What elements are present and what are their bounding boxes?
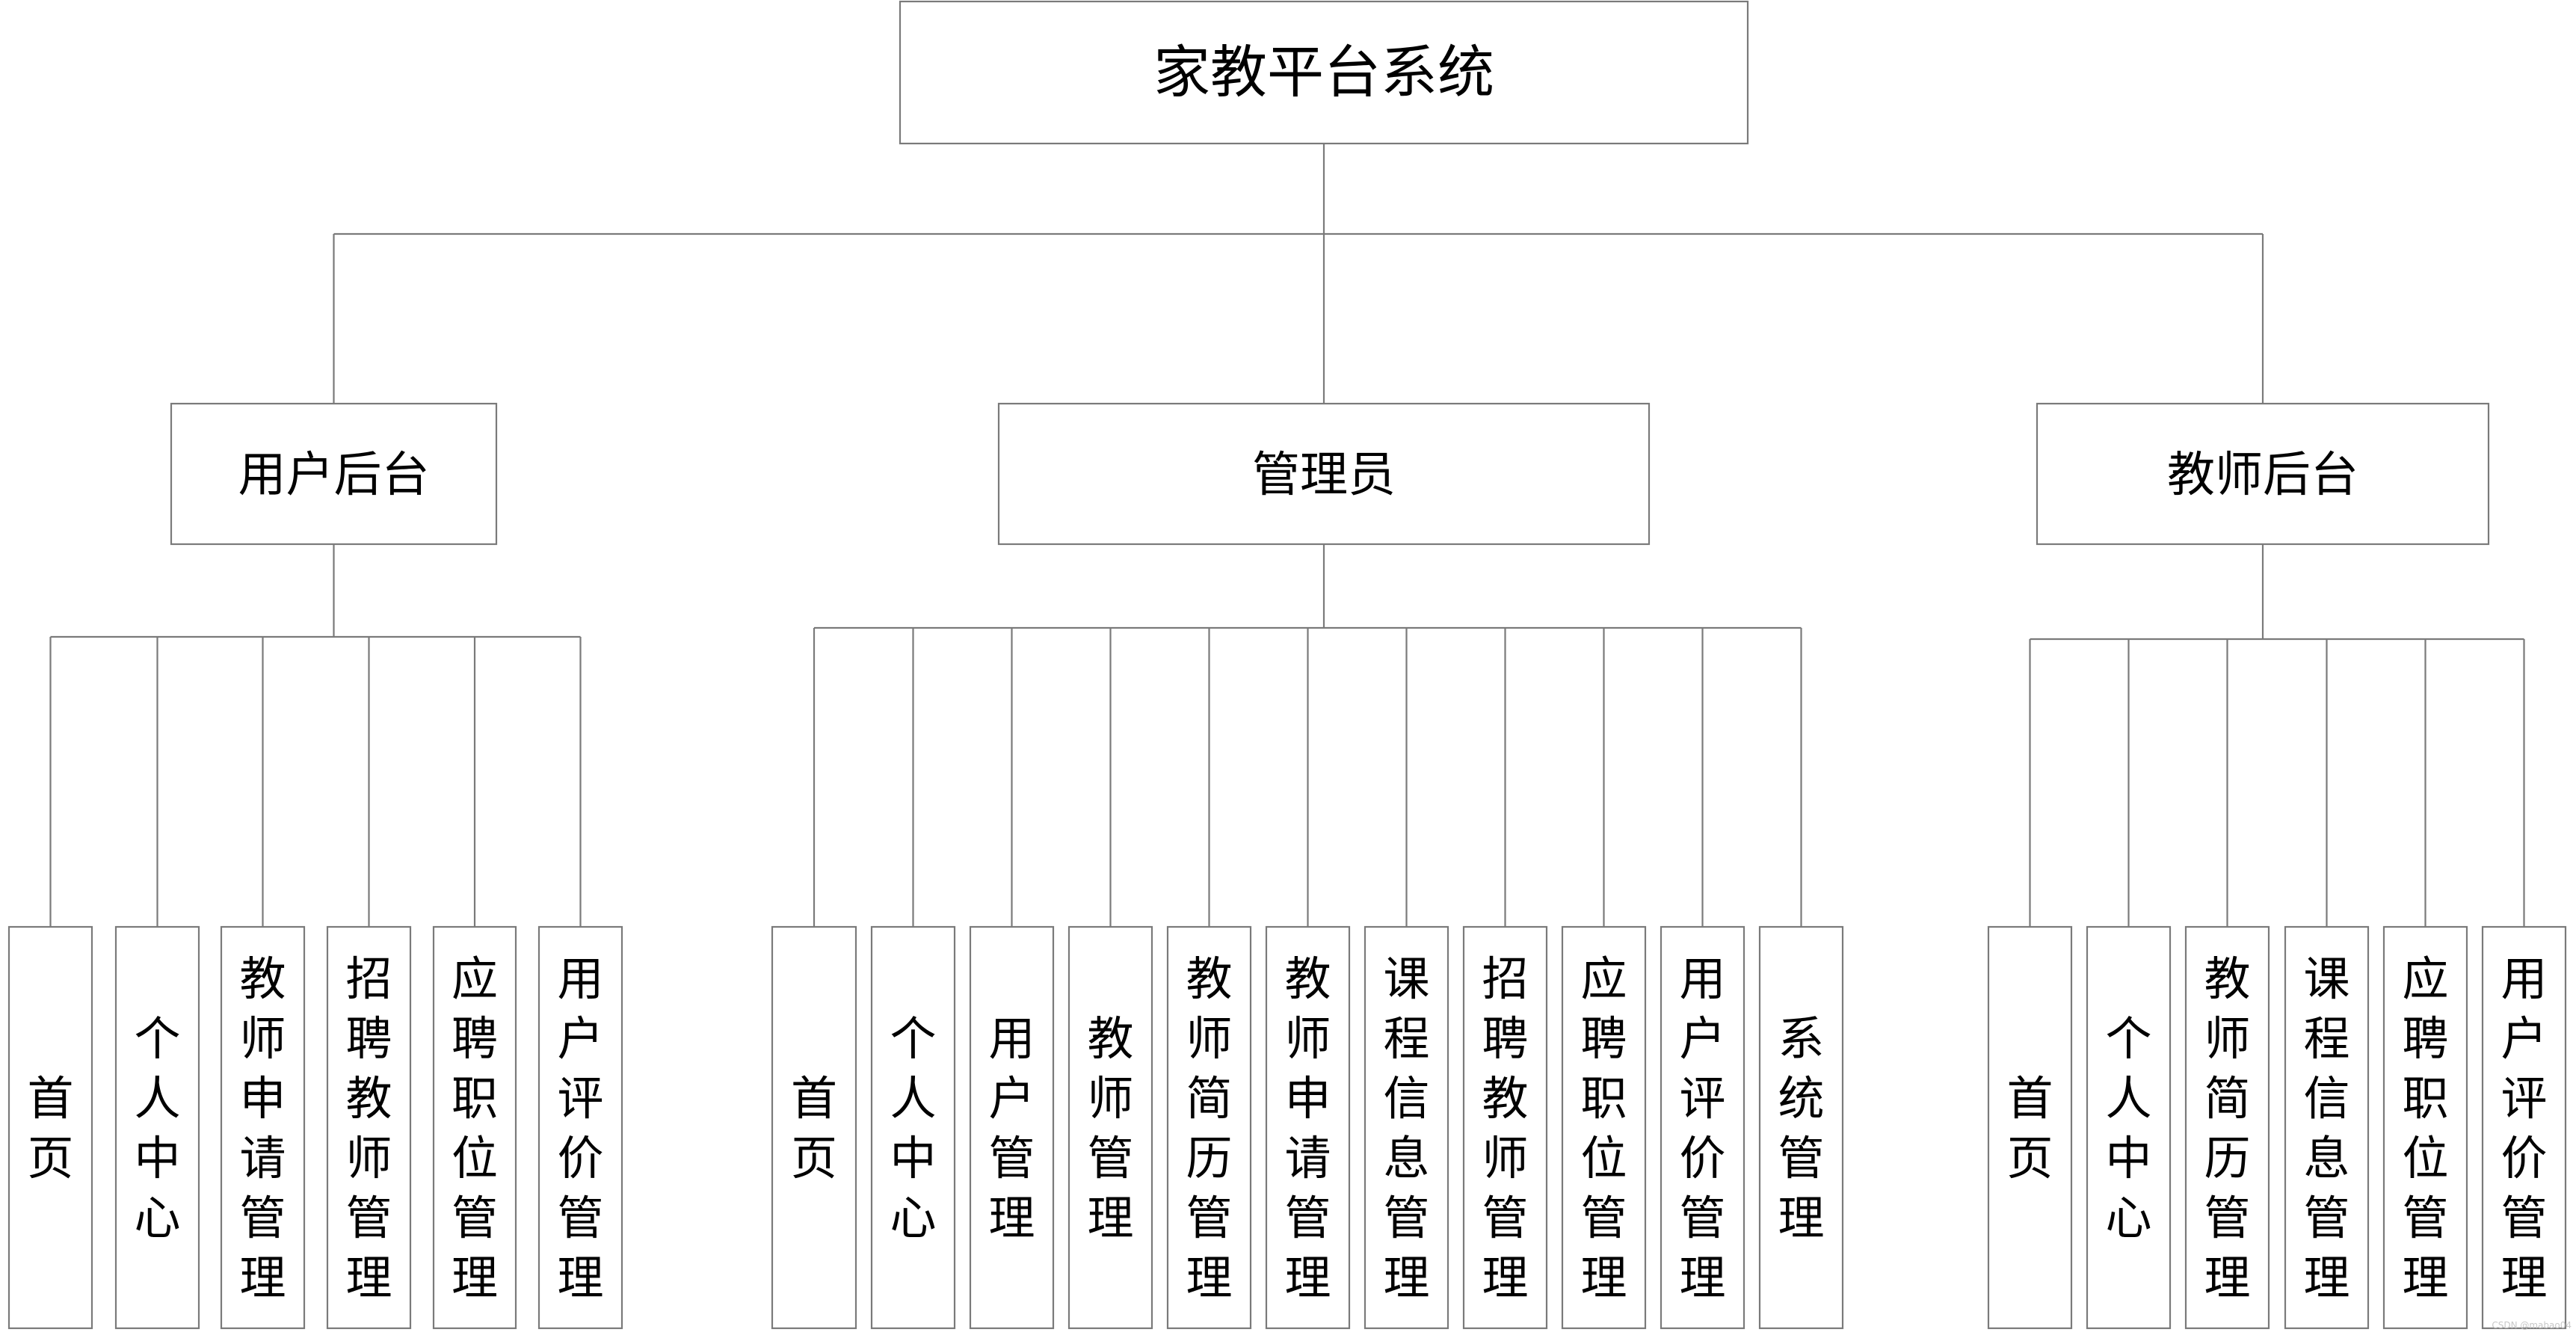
leaf-node: 课程信息管理 <box>2284 925 2370 1330</box>
group-node-box <box>2036 402 2490 546</box>
leaf-node: 应聘职位管理 <box>432 925 517 1330</box>
leaf-label: 用户评价管理 <box>2500 952 2547 1305</box>
group-title: 教师后台 <box>2167 448 2358 503</box>
leaf-node-box <box>771 925 857 1330</box>
leaf-label: 招聘教师管理 <box>345 952 392 1305</box>
leaf-node: 首页 <box>1987 925 2073 1330</box>
leaf-node: 应聘职位管理 <box>1561 925 1647 1330</box>
leaf-node-box <box>2382 925 2468 1330</box>
leaf-label: 系统管理 <box>1778 1011 1824 1245</box>
leaf-node: 首页 <box>7 925 93 1330</box>
leaf-node-box <box>1561 925 1647 1330</box>
leaf-label: 首页 <box>791 1071 837 1185</box>
leaf-label: 教师申请管理 <box>239 952 286 1305</box>
leaf-node-box <box>1462 925 1548 1330</box>
group-title: 用户后台 <box>238 448 430 503</box>
group-node-box <box>170 402 498 546</box>
leaf-node: 教师申请管理 <box>220 925 306 1330</box>
root-title: 家教平台系统 <box>1153 39 1494 105</box>
leaf-node: 教师管理 <box>1067 925 1153 1330</box>
leaf-node-box <box>870 925 956 1330</box>
leaf-node-box <box>2184 925 2270 1330</box>
leaf-node-box <box>1166 925 1252 1330</box>
leaf-node-box <box>969 925 1055 1330</box>
group-node-3: 教师后台 <box>2036 402 2490 546</box>
leaf-node-box <box>432 925 517 1330</box>
leaf-label: 用户评价管理 <box>1679 952 1725 1305</box>
leaf-label: 教师简历管理 <box>1186 952 1232 1305</box>
leaf-label: 用户管理 <box>988 1011 1035 1245</box>
leaf-node: 用户评价管理 <box>2481 925 2567 1330</box>
leaf-node: 用户评价管理 <box>537 925 623 1330</box>
leaf-node-box <box>326 925 412 1330</box>
leaf-node: 系统管理 <box>1758 925 1844 1330</box>
group-node-1: 用户后台 <box>170 402 498 546</box>
root-node-box <box>899 0 1749 145</box>
leaf-node-box <box>1265 925 1351 1330</box>
leaf-node: 课程信息管理 <box>1364 925 1449 1330</box>
group-node-2: 管理员 <box>997 402 1651 546</box>
leaf-node: 教师简历管理 <box>2184 925 2270 1330</box>
leaf-node: 首页 <box>771 925 857 1330</box>
leaf-node-box <box>2481 925 2567 1330</box>
leaf-label: 招聘教师管理 <box>1482 952 1528 1305</box>
leaf-label: 教师申请管理 <box>1284 952 1331 1305</box>
leaf-node: 用户评价管理 <box>1660 925 1745 1330</box>
leaf-node-box <box>1758 925 1844 1330</box>
leaf-label: 首页 <box>27 1071 73 1185</box>
leaf-node: 教师申请管理 <box>1265 925 1351 1330</box>
leaf-label: 应聘职位管理 <box>452 952 498 1305</box>
leaf-node-box <box>537 925 623 1330</box>
leaf-node-box <box>1067 925 1153 1330</box>
leaf-label: 课程信息管理 <box>1383 952 1429 1305</box>
leaf-node: 招聘教师管理 <box>1462 925 1548 1330</box>
leaf-label: 个人中心 <box>890 1011 936 1245</box>
leaf-label: 应聘职位管理 <box>2402 952 2448 1305</box>
leaf-node-box <box>2086 925 2172 1330</box>
leaf-node-box <box>7 925 93 1330</box>
leaf-node-box <box>114 925 200 1330</box>
leaf-node-box <box>1364 925 1449 1330</box>
leaf-label: 个人中心 <box>2105 1011 2151 1245</box>
watermark: CSDN @mabao04 <box>2492 1320 2572 1331</box>
leaf-label: 应聘职位管理 <box>1580 952 1627 1305</box>
leaf-node: 个人中心 <box>114 925 200 1330</box>
leaf-label: 首页 <box>2006 1071 2053 1185</box>
leaf-node: 用户管理 <box>969 925 1055 1330</box>
group-title: 管理员 <box>1252 448 1396 503</box>
leaf-label: 课程信息管理 <box>2303 952 2349 1305</box>
group-node-box <box>997 402 1651 546</box>
leaf-node: 教师简历管理 <box>1166 925 1252 1330</box>
connector-lines <box>49 144 2525 927</box>
leaf-node: 个人中心 <box>870 925 956 1330</box>
leaf-node-box <box>1987 925 2073 1330</box>
leaf-label: 个人中心 <box>134 1011 180 1245</box>
leaf-node-box <box>220 925 306 1330</box>
leaf-node: 招聘教师管理 <box>326 925 412 1330</box>
leaf-node-box <box>1660 925 1745 1330</box>
leaf-node: 个人中心 <box>2086 925 2172 1330</box>
leaf-node-box <box>2284 925 2370 1330</box>
leaf-label: 教师管理 <box>1087 1011 1133 1245</box>
leaf-node: 应聘职位管理 <box>2382 925 2468 1330</box>
root-node: 家教平台系统 <box>899 0 1749 145</box>
leaf-label: 用户评价管理 <box>557 952 603 1305</box>
leaf-label: 教师简历管理 <box>2204 952 2250 1305</box>
